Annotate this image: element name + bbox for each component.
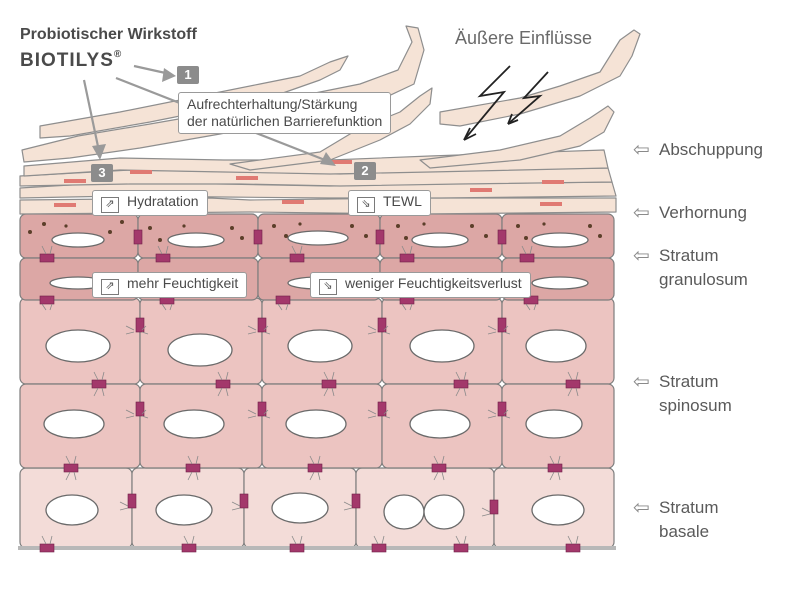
left-arrow-icon: ⇦ [633, 245, 650, 267]
lightning-bolt-icon [463, 65, 549, 141]
tewl-box: ⇘ TEWL [348, 190, 431, 216]
barrier-function-box: Aufrechterhaltung/Stärkung der natürlich… [178, 92, 392, 134]
layer-label-text: Verhornung [659, 203, 747, 222]
keratohyalin-granules [28, 220, 602, 242]
pointer-arrow-heads [92, 68, 336, 166]
arrow-down-right-icon: ⇘ [357, 197, 375, 213]
step-2-badge: 2 [354, 162, 376, 180]
layer-label-line-1: Stratum [659, 246, 719, 265]
layer-label-text: Stratum granulosum [659, 244, 748, 292]
hydration-label: Hydratation [127, 193, 199, 209]
step-3-badge: 3 [91, 164, 113, 182]
layer-label-abschuppung: ⇦ Abschuppung [633, 138, 763, 162]
layer-label-line-2: granulosum [659, 270, 748, 289]
layer-label-line-1: Stratum [659, 498, 719, 517]
barrier-function-line-2: der natürlichen Barrierefunktion [187, 113, 383, 129]
left-arrow-icon: ⇦ [633, 202, 650, 224]
layer-label-verhornung: ⇦ Verhornung [633, 201, 747, 225]
layer-label-line-2: basale [659, 522, 710, 541]
left-arrow-icon: ⇦ [633, 497, 650, 519]
stratum-spinosum-layer [19, 297, 615, 469]
less-moisture-loss-box: ⇘ weniger Feuchtigkeitsverlust [310, 272, 531, 298]
layer-label-line-2: spinosum [659, 396, 732, 415]
more-moisture-label: mehr Feuchtigkeit [127, 275, 239, 291]
brand-name: BIOTILYS® [20, 48, 123, 72]
left-arrow-icon: ⇦ [633, 139, 650, 161]
desmosome-filaments [41, 245, 579, 545]
brand-name-text: BIOTILYS [20, 50, 114, 71]
external-influences-label: Äußere Einflüsse [455, 28, 593, 48]
less-moisture-loss-label: weniger Feuchtigkeitsverlust [345, 275, 522, 291]
basement-membrane [18, 546, 616, 550]
desmosomes [39, 229, 581, 553]
barrier-function-line-1: Aufrechterhaltung/Stärkung [187, 96, 358, 112]
layer-label-text: Stratum basale [659, 496, 719, 544]
more-moisture-box: ⇗ mehr Feuchtigkeit [92, 272, 248, 298]
layer-label-text: Abschuppung [659, 140, 763, 159]
layer-label-basale: ⇦ Stratum basale [633, 496, 719, 544]
arrow-down-right-icon: ⇘ [319, 279, 337, 295]
layer-label-text: Stratum spinosum [659, 370, 732, 418]
layer-label-granulosum: ⇦ Stratum granulosum [633, 244, 748, 292]
step-1-badge: 1 [177, 66, 199, 84]
trademark-symbol: ® [113, 48, 123, 60]
layer-label-line-1: Stratum [659, 372, 719, 391]
hydration-box: ⇗ Hydratation [92, 190, 208, 216]
tewl-label: TEWL [383, 193, 422, 209]
arrow-up-right-icon: ⇗ [101, 279, 119, 295]
left-arrow-icon: ⇦ [633, 371, 650, 393]
brand-title: Probiotischer Wirkstoff [20, 26, 197, 43]
layer-label-spinosum: ⇦ Stratum spinosum [633, 370, 732, 418]
arrow-up-right-icon: ⇗ [101, 197, 119, 213]
